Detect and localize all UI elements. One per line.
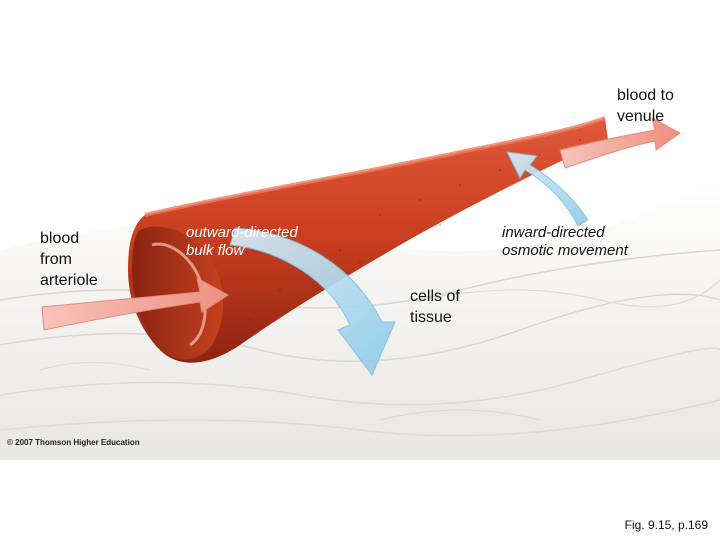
- label-cells-of-tissue: cells of tissue: [410, 286, 460, 328]
- blood-inflow-arrow: [41, 277, 229, 331]
- figure-reference: Fig. 9.15, p.169: [624, 518, 708, 532]
- label-line: inward-directed: [502, 224, 605, 241]
- label-line: outward-directed: [186, 224, 298, 241]
- label-blood-from-arteriole: blood from arteriole: [40, 228, 98, 291]
- capillary: [128, 116, 608, 363]
- label-line: osmotic movement: [502, 242, 628, 259]
- label-line: cells of: [410, 288, 460, 305]
- label-line: arteriole: [40, 272, 98, 289]
- label-line: blood to: [617, 87, 674, 104]
- outward-flow-arrow: [229, 227, 396, 376]
- label-blood-to-venule: blood to venule: [617, 85, 674, 127]
- label-outward-bulk-flow: outward-directed bulk flow: [186, 224, 298, 260]
- label-line: from: [40, 251, 72, 268]
- copyright-credit: © 2007 Thomson Higher Education: [7, 438, 140, 447]
- label-line: venule: [617, 108, 665, 125]
- label-line: bulk flow: [186, 242, 245, 259]
- label-line: blood: [40, 230, 80, 247]
- inward-flow-arrow: [506, 151, 589, 227]
- label-line: tissue: [410, 309, 452, 326]
- label-inward-osmotic-movement: inward-directed osmotic movement: [502, 224, 628, 260]
- blood-outflow-arrow: [559, 117, 681, 169]
